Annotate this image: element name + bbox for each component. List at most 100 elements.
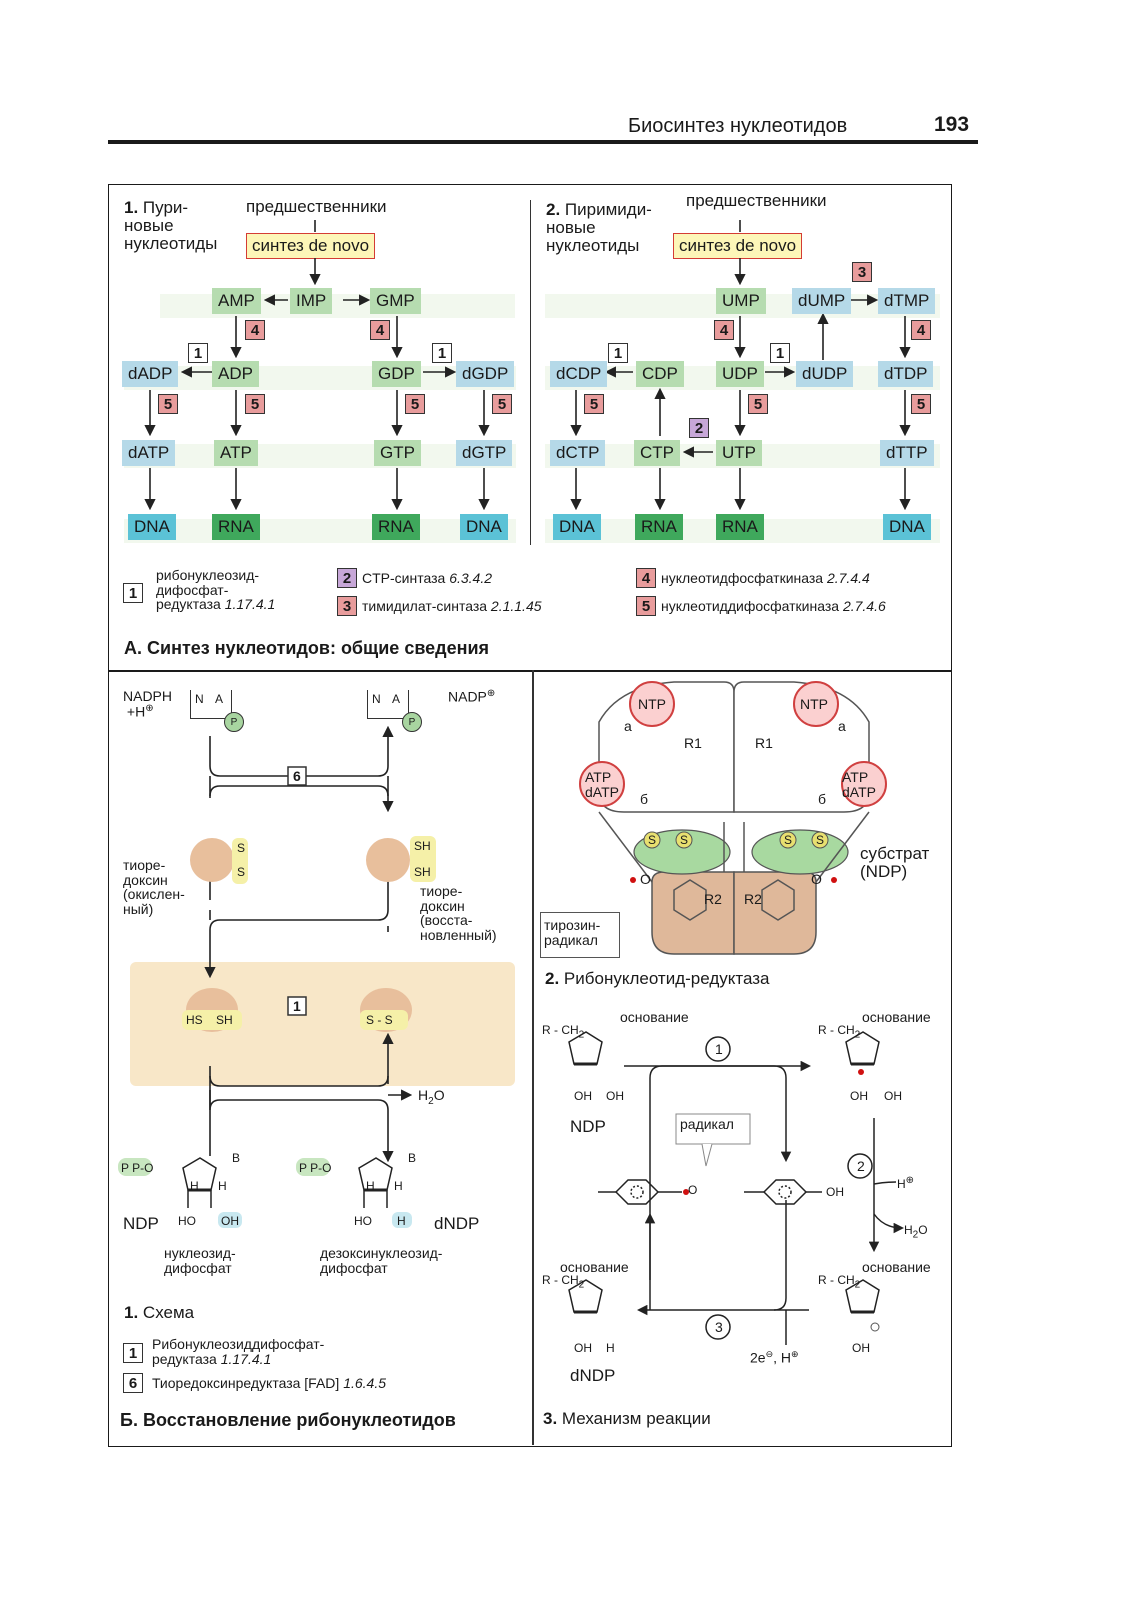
panel-a-arrows — [144, 220, 911, 511]
node-utp: UTP — [716, 440, 762, 466]
sulfur-r1-2: S — [680, 833, 689, 847]
enzyme-5-dttp: 5 — [911, 394, 931, 414]
page-number: 193 — [934, 113, 970, 136]
ndp-ho: HO — [178, 1214, 196, 1228]
enzyme-4-dtmp: 4 — [911, 320, 931, 340]
thiol-1: SH — [414, 839, 431, 853]
ribose-rings-scheme — [182, 1157, 393, 1208]
thioredoxin-oxidized-blob — [190, 838, 234, 882]
water-out: H2O — [904, 1223, 928, 1241]
page-header-title: Биосинтез нуклеотидов — [628, 115, 848, 137]
tyrosyl-o-left: O — [640, 871, 651, 887]
enzyme-4-amp: 4 — [245, 320, 265, 340]
step-2: 2 — [857, 1158, 865, 1174]
rnr-enzyme-structure — [579, 681, 887, 955]
oh-1: OH — [574, 1089, 592, 1103]
legend-enzyme-5: 5 — [636, 596, 656, 616]
purine-precursors: предшественники — [246, 197, 387, 216]
rnr-disulfide-highlight — [360, 1010, 408, 1030]
node-gdp: GDP — [372, 361, 421, 387]
legend-b-enzyme-6-text: Тиоредоксинредуктаза [FAD] 1.6.4.5 — [152, 1375, 387, 1391]
step-3: 3 — [715, 1319, 723, 1335]
ndp-phosphate-highlight — [118, 1158, 152, 1176]
rnr-number-scheme: 1 — [293, 998, 301, 1014]
sulfur-r1-4: S — [816, 833, 825, 847]
dndp-label: dNDP — [434, 1214, 480, 1233]
dndp-pp: P P-O — [299, 1161, 332, 1175]
panel-a-frame — [108, 184, 952, 672]
ndp-description: нуклеозид-дифосфат — [164, 1245, 236, 1276]
dndp-h2: H — [394, 1179, 403, 1193]
r2-left: R2 — [704, 891, 722, 907]
nadph-phosphate-icon: P — [224, 712, 244, 732]
nadp-molecule-icon — [367, 690, 409, 719]
enzyme-4-gmp: 4 — [370, 320, 390, 340]
node-imp: IMP — [290, 288, 333, 314]
oh-4: OH — [884, 1089, 902, 1103]
oh-6: OH — [852, 1341, 870, 1355]
phenol-oh: OH — [826, 1185, 844, 1199]
enzyme-4-ump: 4 — [714, 320, 734, 340]
enzyme-5-datp: 5 — [158, 394, 178, 414]
enzyme-1-cdp: 1 — [608, 343, 628, 363]
nadp-label: NADP⊕ — [448, 688, 496, 705]
node-dctp: dCTP — [550, 440, 606, 466]
nadph-label: NADPH +H⊕ — [123, 688, 173, 720]
water-product: H2O — [418, 1087, 445, 1107]
legend-enzyme-3-text: тимидилат-синтаза 2.1.1.45 — [362, 598, 542, 614]
site-a-left: a — [624, 718, 632, 734]
tyrosyl-radical-callout — [540, 912, 620, 958]
node-amp: AMP — [212, 288, 261, 314]
legend-enzyme-3: 3 — [337, 596, 357, 616]
node-dna-4: DNA — [883, 514, 931, 540]
thioredoxin-reduced-blob — [366, 838, 410, 882]
enzyme-5-gtp: 5 — [405, 394, 425, 414]
rch2-1: R - CH2 — [542, 1023, 585, 1041]
node-dcdp: dCDP — [550, 361, 608, 387]
legend-enzyme-1: 1 — [123, 583, 143, 603]
base-label-1: основание — [620, 1009, 689, 1025]
band-row-4 — [124, 519, 516, 543]
nadp-a-label: A — [392, 692, 401, 706]
node-dtmp: dTMP — [878, 288, 936, 314]
node-cdp: CDP — [636, 361, 684, 387]
legend-enzyme-5-text: нуклеотиддифосфаткиназа 2.7.4.6 — [661, 598, 886, 614]
legend-b-enzyme-1-text: Рибонуклеозиддифосфат- редуктаза 1.17.4.… — [152, 1336, 325, 1368]
phenoxyl-o: O — [688, 1183, 698, 1197]
ndp-base: B — [232, 1151, 241, 1165]
ndp-2oh-highlight — [218, 1212, 242, 1228]
rnr-hs: HS — [186, 1013, 203, 1027]
nadph-molecule-icon — [190, 690, 232, 719]
nadp-phosphate-icon: P — [402, 712, 422, 732]
r1-right: R1 — [755, 735, 773, 751]
panel-b-divider — [532, 670, 534, 1445]
panel-a-caption: А. Синтез нуклеотидов: общие сведения — [124, 638, 490, 658]
node-dttp: dTTP — [880, 440, 934, 466]
base-label-3: основание — [560, 1259, 629, 1275]
legend-enzyme-4: 4 — [636, 568, 656, 588]
site-b-left: б — [640, 791, 649, 807]
node-rna-3: RNA — [635, 514, 683, 540]
node-rna-4: RNA — [716, 514, 764, 540]
dndp-description: дезоксинуклеозид-дифосфат — [320, 1245, 443, 1276]
radical-label: радикал — [680, 1116, 734, 1132]
node-dgtp: dGTP — [456, 440, 513, 466]
node-datp: dATP — [122, 440, 176, 466]
node-rna-1: RNA — [212, 514, 260, 540]
h-plus-in: H⊕ — [897, 1175, 915, 1191]
enzyme-5-dgtp: 5 — [492, 394, 512, 414]
node-dna-2: DNA — [460, 514, 508, 540]
electrons-label: 2e⊖, H⊕ — [750, 1349, 799, 1366]
enzyme-1-udp: 1 — [770, 343, 790, 363]
thioredoxin-scheme-lines — [204, 725, 413, 1163]
legend-enzyme-1-text: рибонуклеозид- дифосфат- редуктаза 1.17.… — [156, 567, 276, 613]
disulfide-highlight — [232, 838, 248, 884]
ndp-label: NDP — [123, 1214, 159, 1233]
rch2-4: R - CH2 — [818, 1273, 861, 1291]
node-dna-3: DNA — [553, 514, 601, 540]
site-b-right: б — [818, 791, 827, 807]
ndp-oh: OH — [221, 1214, 239, 1228]
nadph-n-label: N — [195, 692, 204, 706]
